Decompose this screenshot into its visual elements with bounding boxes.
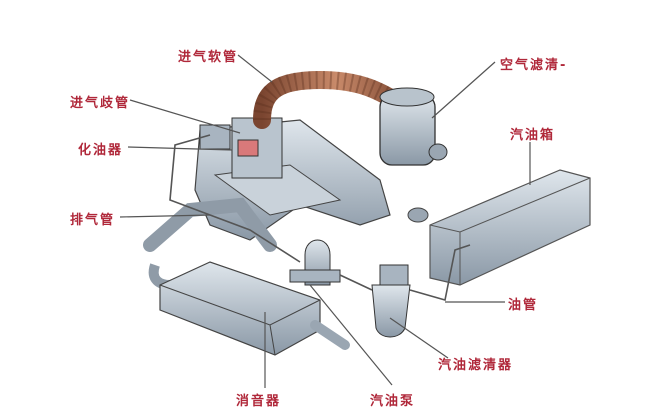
leader-lines	[119, 54, 531, 388]
label-fuel-tank: 汽油箱	[510, 128, 556, 143]
fuel-pump	[289, 239, 341, 286]
fuel-filter	[371, 264, 411, 338]
fuel-line	[169, 134, 471, 302]
label-exhaust-pipe: 排气管	[70, 213, 116, 228]
label-carburetor: 化油器	[78, 143, 124, 158]
air-filter	[379, 87, 448, 166]
muffler	[159, 261, 350, 356]
label-fuel-pump: 汽油泵	[370, 394, 416, 409]
label-air-filter: 空气滤清-	[500, 58, 568, 73]
label-muffler: 消音器	[236, 394, 282, 409]
exhaust-pipe	[143, 197, 277, 252]
label-fuel-line: 油管	[508, 298, 539, 313]
label-intake-manifold: 进气歧管	[70, 96, 131, 111]
label-intake-hose: 进气软管	[178, 50, 239, 65]
label-fuel-filter: 汽油滤清器	[438, 358, 514, 373]
fuel-tank	[407, 169, 591, 286]
